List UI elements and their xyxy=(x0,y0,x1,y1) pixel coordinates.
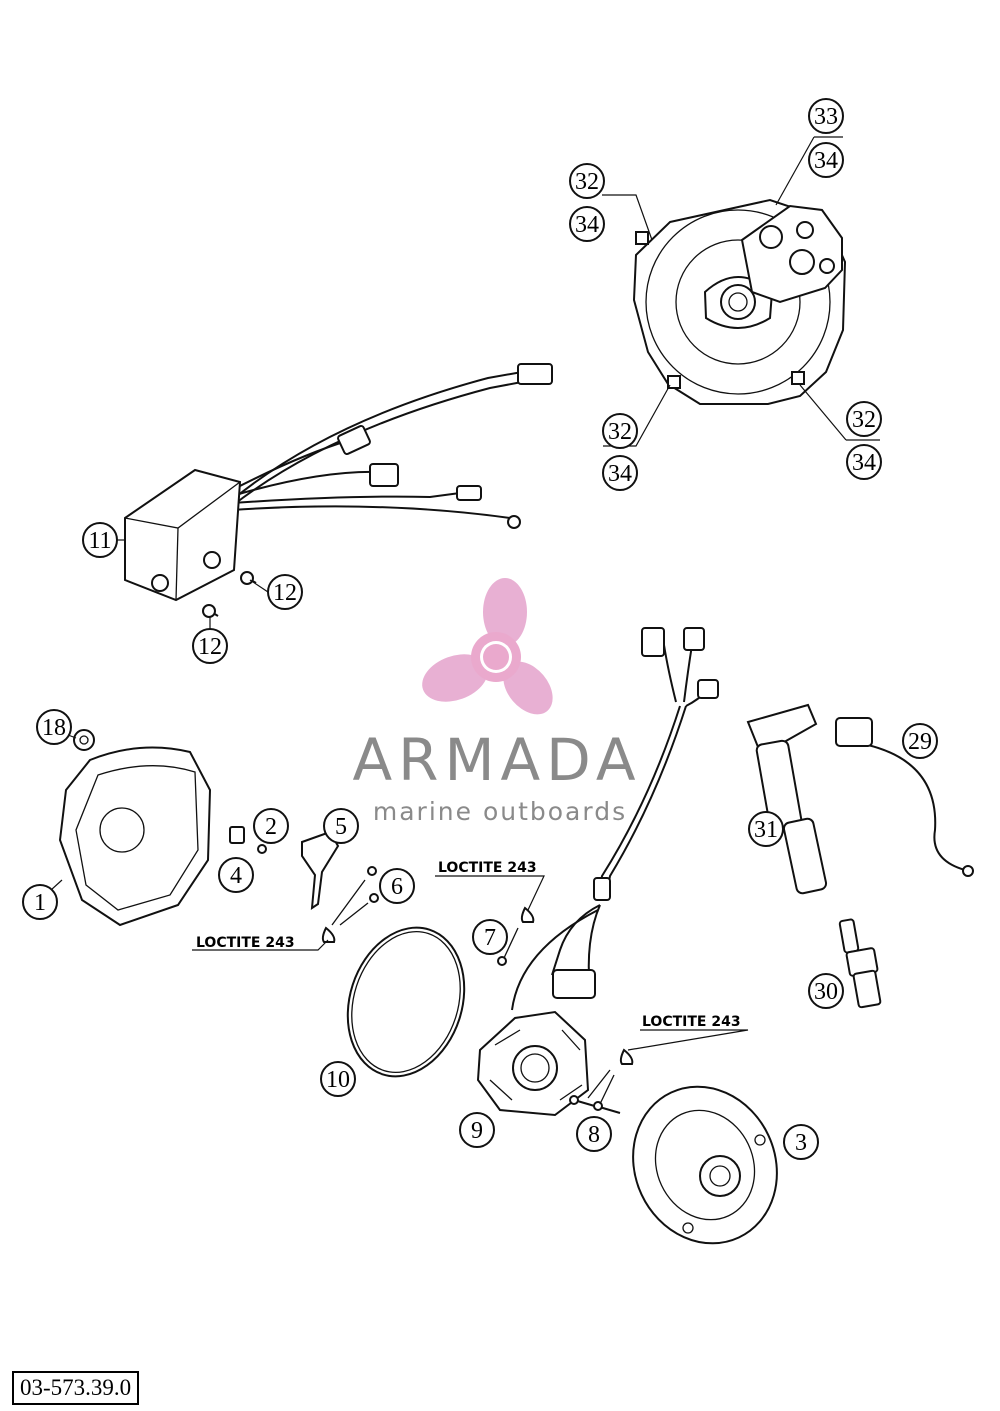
svg-text:18: 18 xyxy=(42,715,66,741)
callout-3: 3 xyxy=(783,1124,819,1160)
watermark-tagline: marine outboards xyxy=(373,797,627,826)
svg-text:33: 33 xyxy=(814,104,838,130)
callout-2: 2 xyxy=(253,808,289,844)
callout-31: 31 xyxy=(748,811,784,847)
callout-6: 6 xyxy=(379,868,415,904)
callout-18: 18 xyxy=(36,709,72,745)
callout-29: 29 xyxy=(902,723,938,759)
svg-text:3: 3 xyxy=(795,1130,807,1156)
svg-text:11: 11 xyxy=(88,528,111,554)
callout-1: 1 xyxy=(22,884,58,920)
armada-logo xyxy=(422,578,553,715)
callout-4: 4 xyxy=(218,857,254,893)
spark-plug xyxy=(838,918,882,1009)
ignition-coil xyxy=(746,703,974,895)
svg-text:34: 34 xyxy=(575,212,599,238)
svg-text:31: 31 xyxy=(754,817,778,843)
svg-text:6: 6 xyxy=(391,874,403,900)
callout-11: 11 xyxy=(82,522,118,558)
svg-text:5: 5 xyxy=(335,814,347,840)
stator-plate-housing xyxy=(632,198,847,405)
loctite-note: LOCTITE 243 xyxy=(438,860,537,876)
drawing-code-label: 03-573.39.0 xyxy=(12,1371,140,1405)
svg-text:8: 8 xyxy=(588,1122,600,1148)
cdi-mounting-screws xyxy=(202,571,257,618)
callout-7: 7 xyxy=(472,919,508,955)
watermark-brand-name: ARMADA xyxy=(352,726,641,794)
o-ring xyxy=(346,926,466,1078)
callout-34: 34 xyxy=(602,455,638,491)
svg-text:30: 30 xyxy=(814,979,838,1005)
flywheel-rotor xyxy=(632,1085,778,1245)
callout-34: 34 xyxy=(808,142,844,178)
svg-text:10: 10 xyxy=(326,1067,350,1093)
callout-34: 34 xyxy=(569,206,605,242)
callout-8: 8 xyxy=(576,1116,612,1152)
svg-text:4: 4 xyxy=(230,863,242,889)
stator-coil xyxy=(476,627,719,1117)
callout-12: 12 xyxy=(267,574,303,610)
callout-32: 32 xyxy=(569,163,605,199)
loctite-note: LOCTITE 243 xyxy=(196,935,295,951)
callout-32: 32 xyxy=(602,413,638,449)
svg-text:32: 32 xyxy=(852,407,876,433)
stator-screws xyxy=(497,906,634,1114)
svg-text:29: 29 xyxy=(908,729,932,755)
callout-9: 9 xyxy=(459,1112,495,1148)
callout-12: 12 xyxy=(192,628,228,664)
callout-33: 33 xyxy=(808,98,844,134)
ignition-cover xyxy=(58,729,212,927)
small-ignition-parts xyxy=(229,826,379,943)
svg-text:12: 12 xyxy=(273,580,297,606)
callout-32: 32 xyxy=(846,401,882,437)
svg-text:34: 34 xyxy=(814,148,838,174)
svg-text:1: 1 xyxy=(34,890,46,916)
svg-text:32: 32 xyxy=(608,419,632,445)
svg-text:32: 32 xyxy=(575,169,599,195)
svg-text:12: 12 xyxy=(198,634,222,660)
svg-text:7: 7 xyxy=(484,925,496,951)
callout-5: 5 xyxy=(323,808,359,844)
svg-text:2: 2 xyxy=(265,814,277,840)
callout-30: 30 xyxy=(808,973,844,1009)
svg-text:34: 34 xyxy=(852,450,876,476)
callout-34: 34 xyxy=(846,444,882,480)
cdi-unit xyxy=(124,363,553,602)
svg-text:34: 34 xyxy=(608,461,632,487)
loctite-note: LOCTITE 243 xyxy=(642,1014,741,1030)
callout-10: 10 xyxy=(320,1061,356,1097)
svg-text:9: 9 xyxy=(471,1118,483,1144)
